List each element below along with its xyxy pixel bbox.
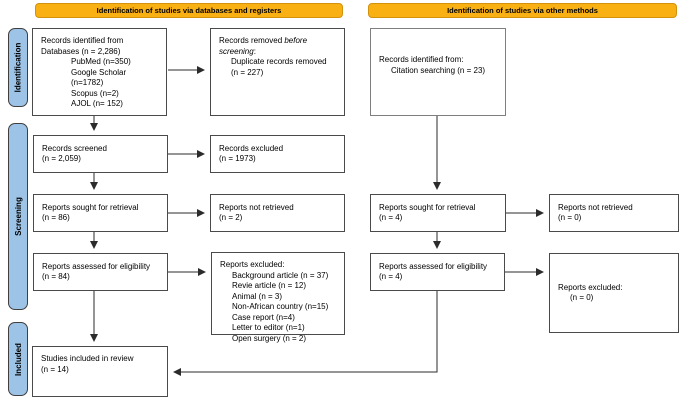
box-line: (n = 14) [41, 364, 69, 374]
box-line: Records identified from [41, 36, 124, 45]
box-line: Records identified from: [379, 55, 464, 64]
box-line: (n = 86) [42, 213, 70, 222]
box-line: (n = 2,059) [42, 154, 81, 163]
box-line: Records removed before screening: [219, 36, 308, 56]
box-line: Reports excluded: [558, 282, 623, 292]
box-reports-excluded-db: Reports excluded: Background article (n … [211, 252, 345, 343]
box-line: Databases (n = 2,286) [41, 46, 121, 56]
box-line: Reports excluded: [220, 260, 285, 269]
box-reports-excluded-other: Reports excluded: (n = 0) [549, 253, 679, 333]
box-records-identified-other: Records identified from: Citation search… [370, 28, 506, 116]
box-line: Reports not retrieved [219, 202, 294, 212]
box-reports-assessed-other: Reports assessed for eligibility (n = 4) [370, 253, 505, 291]
stage-label-screening-text: Screening [13, 197, 23, 236]
list-item: (n = 227) [231, 67, 264, 77]
list-item: Case report (n=4) [232, 312, 295, 322]
box-studies-included: Studies included in review (n = 14) [32, 346, 168, 397]
list-item: Google Scholar [71, 67, 127, 77]
emphasis-text: before screening [219, 36, 308, 56]
list-item: Open surgery (n = 2) [232, 333, 307, 343]
list-item: Non-African country (n=15) [232, 302, 329, 311]
stage-label-included-text: Included [13, 342, 23, 376]
box-records-removed: Records removed before screening: Duplic… [210, 28, 345, 116]
box-line: Reports assessed for eligibility [379, 261, 488, 271]
list-item: Duplicate records removed [231, 57, 327, 66]
box-reports-sought-other: Reports sought for retrieval (n = 4) [370, 194, 506, 232]
box-line: (n = 0) [558, 213, 582, 222]
box-line: (n = 2) [219, 213, 243, 222]
box-reports-not-retrieved-other: Reports not retrieved (n = 0) [549, 194, 679, 232]
list-item: Animal (n = 3) [232, 291, 283, 301]
box-line: (n = 1973) [219, 154, 256, 163]
box-line: Reports not retrieved [558, 202, 633, 212]
box-line: (n = 4) [379, 272, 403, 281]
box-line: (n = 4) [379, 213, 403, 222]
list-item: Background article (n = 37) [232, 270, 329, 280]
box-reports-sought-db: Reports sought for retrieval (n = 86) [33, 194, 168, 232]
box-line: Studies included in review [41, 354, 134, 363]
box-line: Records excluded [219, 143, 284, 153]
list-item: Revie article (n = 12) [232, 281, 307, 290]
stage-label-identification: Identification [8, 28, 28, 107]
box-line: Reports assessed for eligibility [42, 261, 151, 271]
stage-label-screening: Screening [8, 123, 28, 310]
box-line: Reports sought for retrieval [379, 202, 476, 212]
box-reports-not-retrieved-db: Reports not retrieved (n = 2) [210, 194, 345, 232]
box-line: Reports sought for retrieval [42, 202, 139, 212]
box-records-identified-db: Records identified from Databases (n = 2… [32, 28, 167, 116]
stage-label-identification-text: Identification [13, 42, 23, 93]
stage-label-included: Included [8, 322, 28, 396]
box-line: Records screened [42, 143, 107, 153]
list-item: PubMed (n=350) [71, 57, 131, 66]
list-item: Citation searching (n = 23) [391, 65, 486, 75]
box-records-screened: Records screened (n = 2,059) [33, 135, 168, 173]
banner-databases-registers: Identification of studies via databases … [35, 3, 343, 18]
box-line: (n = 84) [42, 272, 70, 281]
box-line: (n = 0) [570, 293, 594, 302]
list-item: AJOL (n= 152) [71, 99, 123, 108]
banner-other-methods: Identification of studies via other meth… [368, 3, 677, 18]
list-item: Letter to editor (n=1) [232, 323, 305, 332]
box-records-excluded: Records excluded (n = 1973) [210, 135, 345, 173]
list-item: (n=1782) [71, 78, 104, 87]
box-reports-assessed-db: Reports assessed for eligibility (n = 84… [33, 253, 168, 291]
list-item: Scopus (n=2) [71, 88, 119, 98]
